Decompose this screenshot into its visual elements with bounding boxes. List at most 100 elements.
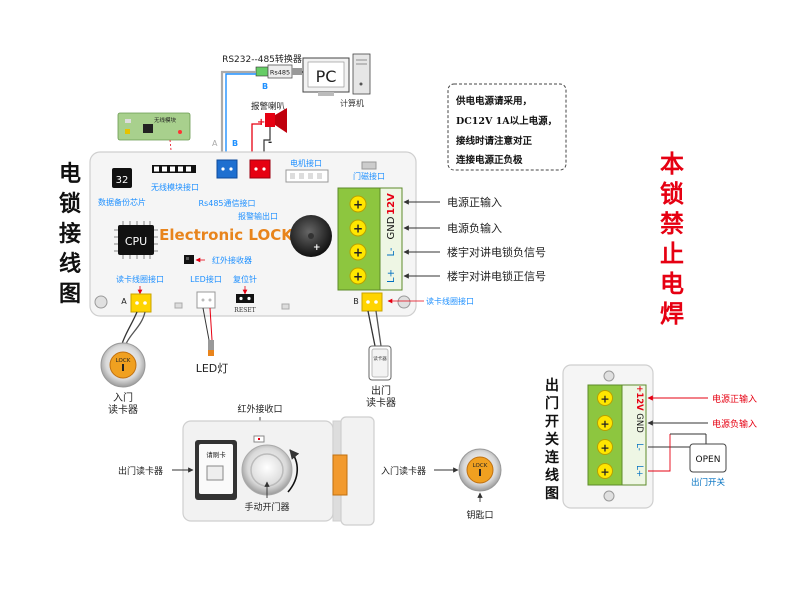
svg-text:门: 门: [545, 395, 559, 412]
svg-text:本: 本: [660, 150, 684, 178]
svg-text:LOCK: LOCK: [116, 358, 131, 364]
rs485-converter: RS232--485转换器 Rs485 B: [222, 53, 302, 91]
terminal-screw: +: [597, 415, 613, 431]
motor-port: 电机接口: [285, 158, 329, 183]
terminal-block: + + + + 12V GND L- L+: [337, 187, 403, 291]
wireless-port: 无线模块接口: [151, 165, 199, 192]
svg-text:+: +: [353, 270, 363, 284]
svg-text:无线模块: 无线模块: [154, 116, 177, 124]
main-board: 32 数据备份芯片 无线模块接口 Rs485通信接口 报警输出口: [89, 151, 474, 317]
exit-card-reader: 读卡器 出门 读卡器: [366, 310, 396, 409]
svg-text:-: -: [268, 137, 272, 148]
reset-pins: 复位针 RESET: [233, 274, 257, 314]
svg-text:焊: 焊: [660, 300, 684, 328]
svg-text:+: +: [313, 243, 321, 253]
svg-text:+: +: [257, 117, 265, 128]
svg-text:锁: 锁: [59, 191, 81, 217]
svg-text:门磁接口: 门磁接口: [353, 171, 385, 181]
svg-text:手动开门器: 手动开门器: [244, 501, 289, 513]
svg-text:出门: 出门: [371, 384, 391, 397]
reader-port-b: B 读卡线圈接口: [353, 292, 474, 312]
reader-port-a: 读卡线圈接口 A: [116, 274, 164, 313]
svg-text:Rs485通信接口: Rs485通信接口: [199, 198, 256, 208]
svg-text:读卡器: 读卡器: [366, 396, 396, 409]
svg-text:复位针: 复位针: [233, 274, 257, 284]
svg-text:电机接口: 电机接口: [290, 158, 322, 168]
svg-text:+: +: [600, 393, 609, 406]
exit-switch-board: + + + + +12V GND L- L+: [562, 364, 654, 509]
wireless-module: 无线模块: [117, 112, 191, 161]
svg-text:LOCK: LOCK: [473, 463, 488, 469]
pc-computer: PC 计算机: [302, 53, 371, 108]
svg-text:连接电源正负极: 连接电源正负极: [456, 154, 523, 166]
svg-text:报警喇叭: 报警喇叭: [251, 101, 286, 112]
svg-text:线: 线: [545, 467, 559, 484]
svg-text:止: 止: [660, 240, 684, 268]
entry-card-reader: LOCK 入门 读卡器: [100, 311, 146, 416]
wire-b-label: B: [232, 139, 238, 148]
svg-text:入门读卡器: 入门读卡器: [381, 465, 426, 477]
svg-text:Rs485: Rs485: [270, 69, 290, 77]
svg-text:+: +: [600, 466, 609, 479]
terminal-screw: +: [349, 219, 367, 237]
svg-text:CPU: CPU: [125, 235, 147, 248]
svg-text:LED灯: LED灯: [196, 362, 229, 375]
svg-text:出门读卡器: 出门读卡器: [118, 465, 163, 477]
alarm-horn: 报警喇叭 + -: [251, 101, 287, 160]
svg-text:电源负输入: 电源负输入: [447, 221, 502, 235]
cpu-chip: CPU: [114, 221, 158, 259]
svg-text:GND: GND: [386, 216, 397, 239]
svg-text:红外接收口: 红外接收口: [237, 403, 282, 415]
exit-switch-title: 出 门 开 关 连 线 图: [545, 377, 560, 502]
svg-text:入门: 入门: [113, 391, 133, 404]
terminal-screw: +: [349, 195, 367, 213]
svg-text:DC12V 1A以上电源，: DC12V 1A以上电源，: [456, 115, 557, 127]
buzzer: +: [290, 215, 332, 257]
svg-text:供电电源请采用，: 供电电源请采用，: [455, 95, 532, 107]
open-switch: OPEN 出门开关: [689, 443, 727, 488]
svg-text:禁: 禁: [660, 210, 684, 238]
svg-text:L+: L+: [634, 465, 644, 477]
svg-text:GND: GND: [634, 413, 644, 433]
svg-text:电: 电: [59, 162, 81, 187]
terminal-screw: +: [597, 463, 613, 479]
svg-text:电源正输入: 电源正输入: [447, 195, 502, 209]
svg-text:B: B: [353, 297, 359, 306]
svg-text:读卡器: 读卡器: [373, 355, 387, 362]
terminal-screw: +: [349, 243, 367, 261]
rs485-port: Rs485通信接口: [199, 159, 256, 208]
door-sensor-port: 门磁接口: [353, 161, 385, 181]
svg-text:读卡线圈接口: 读卡线圈接口: [116, 274, 164, 284]
svg-text:楼宇对讲电锁负信号: 楼宇对讲电锁负信号: [447, 245, 546, 259]
svg-text:+: +: [353, 246, 363, 260]
terminal-descriptions: 电源正输入 电源负输入 楼宇对讲电锁负信号 楼宇对讲电锁正信号: [403, 195, 546, 283]
svg-text:接线时请注意对正: 接线时请注意对正: [456, 135, 533, 147]
svg-text:+: +: [600, 418, 609, 431]
svg-text:出: 出: [545, 377, 559, 394]
svg-text:L+: L+: [386, 269, 397, 283]
terminal-screw: +: [349, 267, 367, 285]
svg-text:关: 关: [545, 431, 559, 448]
lock-body: 红外接收口 请刷卡 手动开门器 出门读卡器 入门读卡器 LOCK 钥匙口: [118, 403, 502, 526]
svg-text:+: +: [353, 222, 363, 236]
svg-text:OPEN: OPEN: [696, 455, 721, 465]
svg-text:B: B: [262, 82, 268, 91]
svg-text:接: 接: [59, 222, 81, 247]
svg-text:报警输出口: 报警输出口: [238, 211, 278, 221]
terminal-screw: +: [597, 390, 613, 406]
exit-switch-wiring: 电源正输入 电源负输入: [647, 393, 757, 472]
led-port: LED接口: [190, 274, 222, 309]
svg-text:无线模块接口: 无线模块接口: [151, 182, 199, 192]
svg-text:图: 图: [59, 282, 81, 307]
svg-text:电: 电: [660, 270, 684, 298]
data-backup-chip: 32 数据备份芯片: [98, 168, 146, 207]
svg-text:出门开关: 出门开关: [691, 477, 726, 488]
svg-text:读卡线圈接口: 读卡线圈接口: [426, 296, 474, 306]
svg-text:电源负输入: 电源负输入: [712, 418, 757, 430]
led-lamp: LED灯: [196, 307, 229, 375]
svg-text:+: +: [353, 198, 363, 212]
svg-text:计算机: 计算机: [340, 98, 364, 108]
svg-text:数据备份芯片: 数据备份芯片: [98, 197, 146, 207]
wire-a-label: A: [212, 139, 218, 148]
